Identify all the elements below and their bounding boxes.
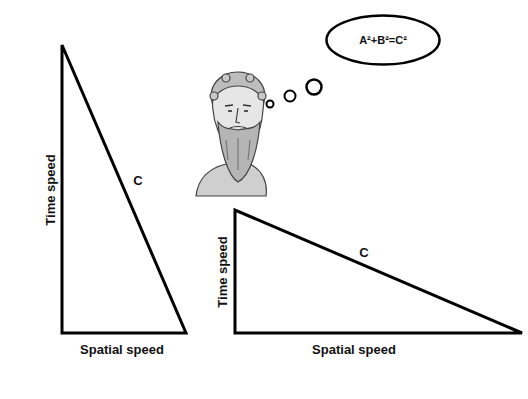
wide-triangle	[235, 210, 522, 333]
thought-dot	[285, 91, 296, 102]
formula-text: A²+B²=C²	[359, 35, 407, 46]
pythagoras-bust	[196, 72, 266, 196]
thought-bubble: A²+B²=C²	[325, 14, 441, 66]
thought-dot	[267, 101, 274, 108]
hypotenuse-label: C	[133, 174, 142, 187]
axis-label: Spatial speed	[312, 343, 396, 356]
thought-dot	[307, 80, 322, 95]
axis-label: Time speed	[216, 236, 229, 307]
hypotenuse-label: C	[359, 246, 368, 259]
tall-triangle	[62, 45, 186, 333]
axis-label: Spatial speed	[80, 343, 164, 356]
axis-label: Time speed	[44, 154, 57, 225]
